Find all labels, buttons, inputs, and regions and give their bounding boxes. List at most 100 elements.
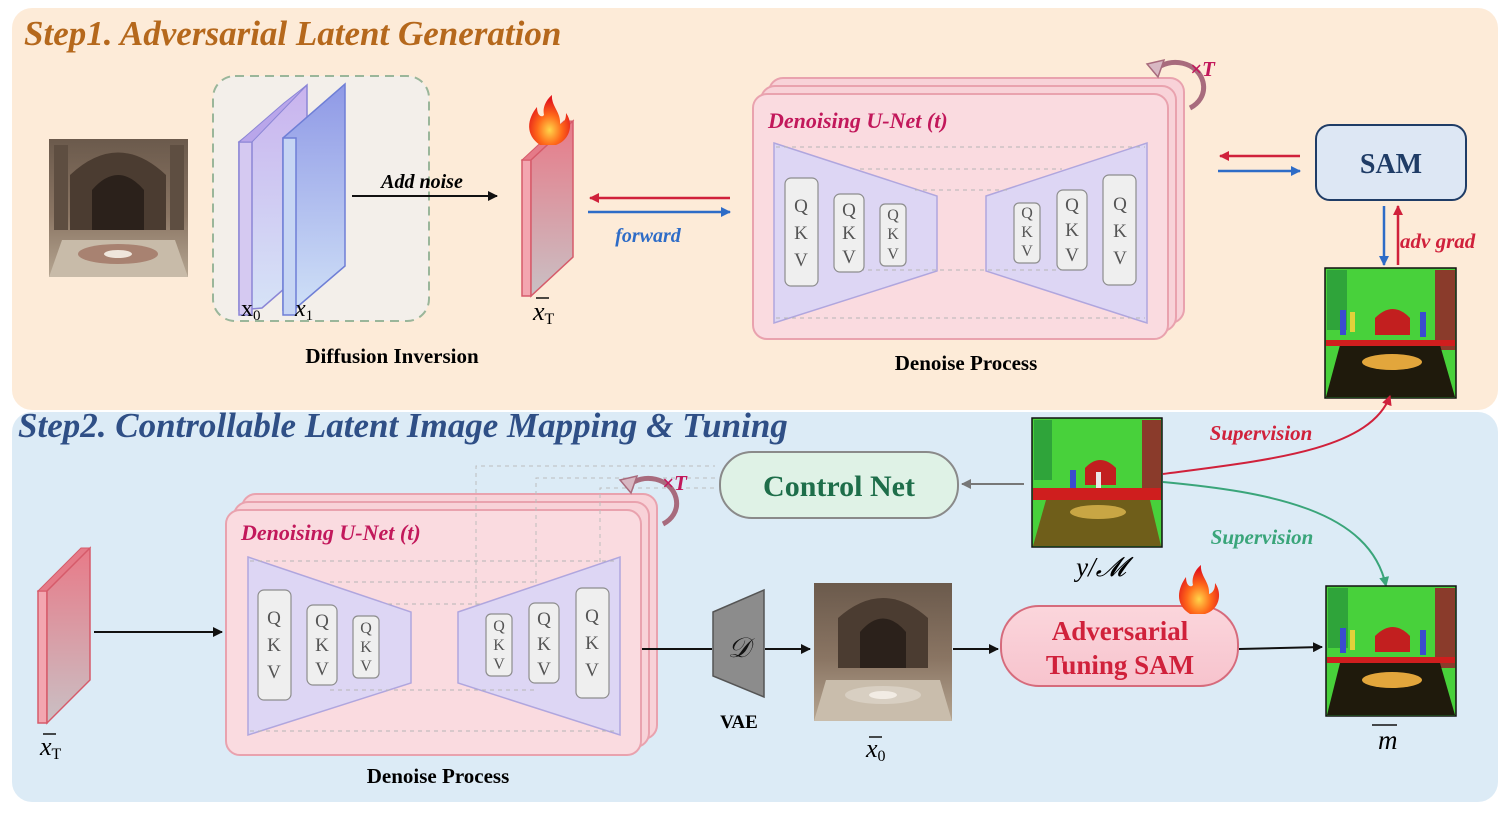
qkv-block bbox=[879, 203, 907, 267]
fire-icon bbox=[529, 95, 571, 145]
qkv-q: Q bbox=[842, 200, 856, 221]
supervision-arrow-bottom bbox=[1162, 481, 1390, 587]
qkv-v: V bbox=[842, 247, 856, 268]
qkv-k: K bbox=[794, 223, 808, 244]
unet-title-step1: Denoising U-Net (t) bbox=[767, 108, 948, 133]
x1-label: x1 bbox=[294, 296, 313, 324]
times-T-step2: ×T bbox=[662, 471, 688, 495]
xT-label-step2: xT bbox=[39, 732, 62, 763]
qkv-letters-step1: Q K V Q K V Q K V Q K V Q K V Q K V bbox=[794, 194, 1127, 271]
adv-grad-label: adv grad bbox=[1400, 229, 1476, 253]
vae-label: VAE bbox=[720, 712, 758, 733]
diffusion-inversion-label: Diffusion Inversion bbox=[305, 344, 479, 368]
add-noise-label: Add noise bbox=[379, 171, 463, 193]
qkv-k: K bbox=[1021, 224, 1033, 241]
qkv-v: V bbox=[493, 656, 505, 673]
loop-arrow-icon bbox=[618, 474, 680, 527]
qkv-v: V bbox=[1065, 245, 1079, 266]
qkv-block bbox=[1056, 189, 1088, 271]
qkv-k: K bbox=[842, 223, 856, 244]
xT-label: xT bbox=[532, 297, 555, 328]
generated-image-x0 bbox=[814, 583, 952, 721]
m-label: m bbox=[1378, 725, 1398, 755]
qkv-q: Q bbox=[360, 620, 372, 637]
qkv-k: K bbox=[315, 635, 329, 656]
qkv-k: K bbox=[1065, 220, 1079, 241]
tuning-to-mask-arrow bbox=[1238, 642, 1323, 653]
qkv-blocks-step2 bbox=[257, 587, 610, 701]
qkv-q: Q bbox=[585, 606, 599, 627]
qkv-block bbox=[784, 177, 819, 287]
qkv-q: Q bbox=[1065, 195, 1079, 216]
qkv-k: K bbox=[537, 634, 551, 655]
skip-connections-step2 bbox=[250, 560, 618, 732]
qkv-block bbox=[833, 193, 865, 273]
noisy-latent-xT-slab-step2 bbox=[36, 546, 92, 725]
x0-label: x0 bbox=[241, 296, 261, 324]
qkv-blocks-step1 bbox=[784, 174, 1137, 287]
denoise-process-label-step1: Denoise Process bbox=[895, 351, 1038, 375]
segmentation-map-yM bbox=[1031, 417, 1163, 548]
qkv-q: Q bbox=[1113, 194, 1127, 215]
qkv-k: K bbox=[267, 635, 281, 656]
qkv-q: Q bbox=[493, 618, 505, 635]
qkv-block bbox=[485, 613, 513, 677]
qkv-k: K bbox=[585, 633, 599, 654]
loop-arrow-icon bbox=[1145, 58, 1207, 111]
qkv-q: Q bbox=[794, 196, 808, 217]
unet-title-step2: Denoising U-Net (t) bbox=[240, 520, 421, 545]
skip-connections-step1 bbox=[776, 146, 1145, 319]
noisy-latent-xT-slab bbox=[520, 119, 575, 298]
tuning-label-line1: Adversarial bbox=[1052, 616, 1189, 646]
qkv-q: Q bbox=[1021, 205, 1033, 222]
fire-icon bbox=[1179, 565, 1220, 614]
tuning-label-line2: Tuning SAM bbox=[1046, 650, 1194, 680]
qkv-k: K bbox=[887, 226, 899, 243]
x0-label-step2: x0 bbox=[865, 734, 886, 765]
latent-x1-slab bbox=[282, 82, 346, 316]
qkv-v: V bbox=[360, 658, 372, 675]
qkv-v: V bbox=[1021, 243, 1033, 260]
qkv-v: V bbox=[315, 659, 329, 680]
qkv-k: K bbox=[360, 639, 372, 656]
input-photo bbox=[49, 139, 188, 277]
qkv-v: V bbox=[585, 660, 599, 681]
supervision-label-top: Supervision bbox=[1210, 421, 1313, 445]
yM-label: y/𝓜 bbox=[1073, 552, 1133, 582]
supervision-arrow-top bbox=[1162, 395, 1392, 475]
qkv-block bbox=[528, 602, 560, 684]
segmentation-mask-step1 bbox=[1324, 267, 1457, 399]
sam-label: SAM bbox=[1360, 149, 1422, 180]
adversarial-tuning-sam-box bbox=[1000, 605, 1239, 687]
vae-decoder-shape bbox=[712, 588, 765, 699]
qkv-block bbox=[257, 589, 292, 701]
step1-title: Step1. Adversarial Latent Generation bbox=[24, 14, 562, 53]
qkv-v: V bbox=[1113, 248, 1127, 269]
times-T-step1: ×T bbox=[1190, 57, 1216, 81]
qkv-k: K bbox=[1113, 221, 1127, 242]
qkv-block bbox=[1013, 202, 1041, 264]
qkv-block bbox=[352, 615, 380, 679]
qkv-q: Q bbox=[267, 608, 281, 629]
qkv-letters-step2: Q K V Q K V Q K V Q K V Q K V Q K V bbox=[267, 606, 599, 683]
qkv-k: K bbox=[493, 637, 505, 654]
control-net-box bbox=[719, 451, 959, 519]
supervision-label-bottom: Supervision bbox=[1211, 525, 1314, 549]
output-mask-m bbox=[1325, 585, 1457, 717]
denoise-process-label-step2: Denoise Process bbox=[367, 764, 510, 788]
qkv-v: V bbox=[537, 659, 551, 680]
sam-box bbox=[1315, 124, 1467, 201]
qkv-q: Q bbox=[887, 207, 899, 224]
qkv-v: V bbox=[267, 662, 281, 683]
qkv-q: Q bbox=[537, 609, 551, 630]
control-net-label: Control Net bbox=[763, 470, 915, 503]
qkv-block bbox=[306, 604, 338, 686]
qkv-v: V bbox=[887, 246, 899, 263]
qkv-q: Q bbox=[315, 611, 329, 632]
qkv-v: V bbox=[794, 250, 808, 271]
forward-label: forward bbox=[615, 225, 682, 247]
qkv-block bbox=[575, 587, 610, 699]
step2-title: Step2. Controllable Latent Image Mapping… bbox=[18, 406, 788, 445]
qkv-block bbox=[1102, 174, 1137, 286]
